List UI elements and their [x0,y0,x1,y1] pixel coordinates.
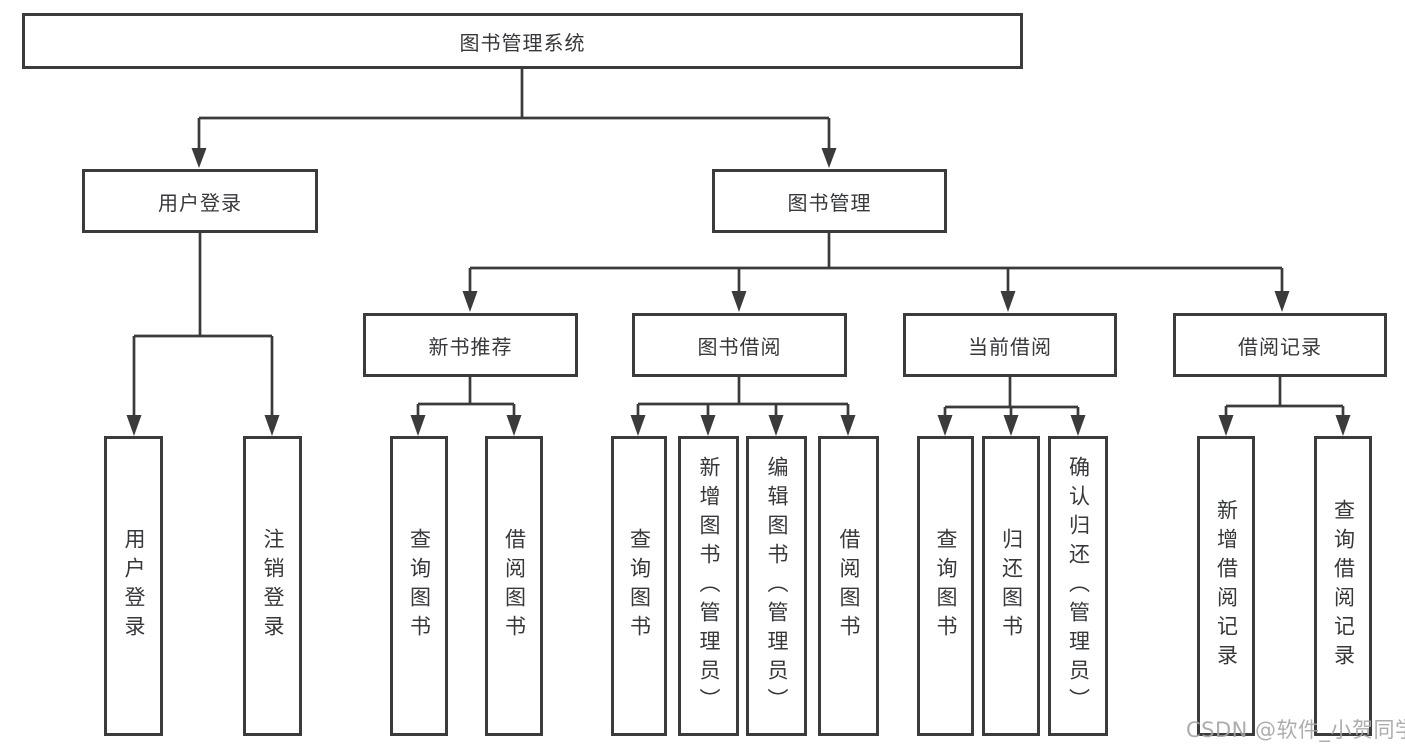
connector-user-login-to-leaves [126,233,280,436]
node-leaf-user-login: 用户登录 [104,436,163,736]
arrowhead-icon [700,415,716,436]
arrowhead-icon [126,415,142,436]
connector-new-book-to-leaves [410,377,522,436]
node-label: 当前借阅 [968,334,1052,359]
node-root: 图书管理系统 [22,13,1023,69]
node-label: 新增借阅记录 [1214,499,1239,673]
arrowhead-icon [1335,415,1351,436]
arrowhead-icon [191,148,207,168]
node-leaf-borrow-books-2: 借阅图书 [818,436,879,736]
node-leaf-edit-books-admin: 编辑图书（管理员） [746,436,807,736]
arrowhead-icon [410,415,426,436]
node-leaf-query-books-1: 查询图书 [390,436,448,736]
arrowhead-icon [840,415,856,436]
connector-book-borrow-to-leaves [630,377,856,436]
connector-book-management-to-level3 [462,233,1290,312]
node-leaf-confirm-return-admin: 确认归还（管理员） [1048,436,1108,736]
connector-root-to-level2 [191,69,837,168]
node-book-management: 图书管理 [712,169,947,233]
arrowhead-icon [1003,415,1019,436]
arrowhead-icon [1070,415,1086,436]
arrowhead-icon [264,415,280,436]
arrowhead-icon [821,148,837,168]
node-root-label: 图书管理系统 [459,30,586,55]
node-label: 图书借阅 [697,334,782,359]
node-leaf-query-borrow-record: 查询借阅记录 [1314,436,1372,736]
node-label: 图书管理 [787,190,872,215]
arrowhead-icon [1000,291,1016,312]
arrowhead-icon [630,415,646,436]
node-label: 用户登录 [122,528,146,644]
node-label: 编辑图书（管理员） [765,455,789,717]
arrowhead-icon [937,415,953,436]
node-user-login: 用户登录 [82,169,318,233]
node-label: 借阅图书 [502,528,527,644]
node-leaf-return-books: 归还图书 [982,436,1040,736]
csdn-watermark: CSDN @软件_小贺同学 [1186,718,1405,742]
node-label: 借阅图书 [837,528,861,644]
node-label: 用户登录 [158,190,242,215]
node-label: 新增图书（管理员） [697,455,721,717]
node-borrow-record: 借阅记录 [1173,313,1387,377]
node-new-book-recommend: 新书推荐 [363,313,578,377]
node-label: 归还图书 [999,528,1024,644]
node-label: 查询图书 [407,528,432,644]
arrowhead-icon [462,291,478,312]
node-label: 新书推荐 [428,334,513,359]
node-label: 借阅记录 [1238,334,1322,359]
connector-current-borrow-to-leaves [937,377,1086,436]
node-label: 查询图书 [934,528,958,644]
arrowhead-icon [506,415,522,436]
arrowhead-icon [768,415,784,436]
connector-borrow-record-to-leaves [1218,377,1351,436]
node-label: 查询图书 [627,528,652,644]
arrowhead-icon [1218,415,1234,436]
node-leaf-add-books-admin: 新增图书（管理员） [678,436,739,736]
node-leaf-borrow-books-1: 借阅图书 [485,436,543,736]
node-book-borrow: 图书借阅 [632,313,847,377]
node-leaf-add-borrow-record: 新增借阅记录 [1197,436,1255,736]
node-leaf-logout: 注销登录 [243,436,302,736]
node-leaf-query-books-3: 查询图书 [917,436,974,736]
arrowhead-icon [731,291,747,312]
node-label: 查询借阅记录 [1331,499,1356,673]
node-label: 注销登录 [261,528,285,644]
node-leaf-query-books-2: 查询图书 [611,436,667,736]
node-label: 确认归还（管理员） [1066,455,1091,717]
arrowhead-icon [1274,291,1290,312]
node-current-borrow: 当前借阅 [903,313,1117,377]
